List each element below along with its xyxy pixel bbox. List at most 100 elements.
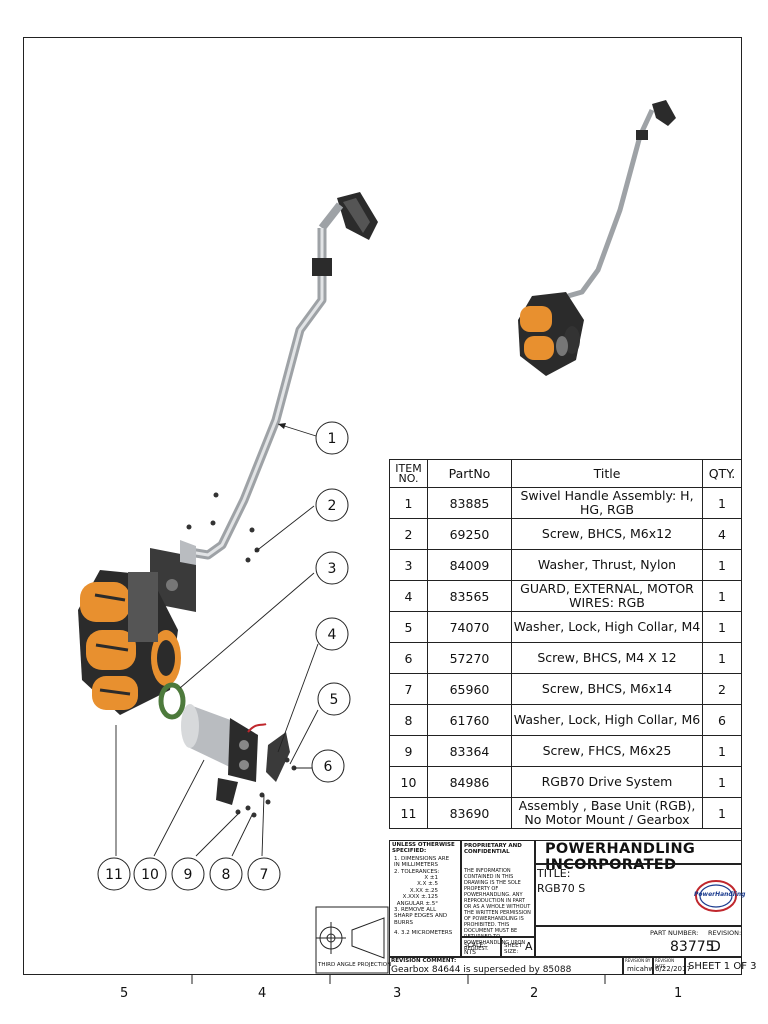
balloon-text-8: 8: [222, 867, 231, 883]
bom-header-part: PartNo: [427, 459, 512, 488]
bom-title: RGB70 Drive System: [511, 766, 703, 798]
proprietary-text: THE INFORMATION CONTAINED IN THIS DRAWIN…: [464, 867, 531, 952]
revision-label: REVISION:: [708, 929, 742, 937]
balloon-text-9: 9: [184, 867, 193, 883]
bom-part: 57270: [427, 642, 512, 674]
sheet-box: SHEET 1 OF 3: [685, 957, 757, 975]
company-box: [535, 840, 742, 864]
bom-qty: 1: [702, 611, 742, 643]
balloon-11: [97, 857, 131, 891]
revision-by-label: REVISION BY: [625, 958, 651, 963]
note-4: 4. 3.2 MICROMETERS: [394, 930, 453, 937]
balloon-text-10: 10: [141, 867, 159, 883]
balloon-6: [311, 749, 345, 783]
bom-title: Screw, FHCS, M6x25: [511, 735, 703, 767]
balloon-8: [209, 857, 243, 891]
scale-text: SCALE: NTS: [464, 942, 486, 956]
bom-part: 83565: [427, 580, 512, 612]
bom-title: Swivel Handle Assembly: H, HG, RGB: [511, 487, 703, 519]
bom-item: 11: [389, 797, 428, 829]
bom-part: 74070: [427, 611, 512, 643]
revision-comment-label: REVISION COMMENT:: [391, 958, 457, 964]
bom-item: 10: [389, 766, 428, 798]
bom-item: 5: [389, 611, 428, 643]
tol-xxx: X.XX ±.25: [409, 887, 438, 894]
bom-qty: 1: [702, 766, 742, 798]
bom-title: GUARD, EXTERNAL, MOTOR WIRES: RGB: [511, 580, 703, 612]
bom-title: Screw, BHCS, M4 X 12: [511, 642, 703, 674]
logo-icon: [695, 880, 737, 912]
bom-item: 7: [389, 673, 428, 705]
sheet-size-box: SHEET SIZE: A: [501, 937, 535, 957]
wire-guard-item-4: [266, 732, 290, 782]
company-name: POWERHANDLING INCORPORATED: [545, 841, 696, 873]
sheet-size-value: A: [525, 940, 533, 953]
zone-3: 3: [393, 986, 402, 1001]
unless-heading: UNLESS OTHERWISE SPECIFIED:: [392, 842, 455, 855]
proprietary-heading: PROPRIETARY AND CONFIDENTIAL: [464, 843, 522, 856]
bom-qty: 1: [702, 797, 742, 829]
balloon-text-2: 2: [328, 498, 337, 514]
drawing-border: [23, 37, 742, 975]
bom-header-title: Title: [511, 459, 703, 488]
zone-4: 4: [258, 986, 267, 1001]
bom-item: 4: [389, 580, 428, 612]
bom-title: Assembly , Base Unit (RGB), No Motor Mou…: [511, 797, 703, 829]
bom-part: 69250: [427, 518, 512, 550]
general-notes-box: UNLESS OTHERWISE SPECIFIED: 1. DIMENSION…: [389, 840, 461, 957]
balloon-text-11: 11: [105, 867, 123, 883]
revision-date-label: REVISION DATE: [655, 958, 675, 970]
sheet-value: SHEET 1 OF 3: [688, 961, 757, 972]
zone-2: 2: [530, 986, 539, 1001]
bom-part: 61760: [427, 704, 512, 736]
bom-part: 84009: [427, 549, 512, 581]
bom-item: 6: [389, 642, 428, 674]
balloon-9: [171, 857, 205, 891]
title-box: TITLE: RGB70 S PowerHandling: [535, 864, 745, 926]
revision-by-box: REVISION BY micahw: [623, 957, 654, 975]
bom-qty: 1: [702, 580, 742, 612]
tol-xxxx: X.XXX ±.125: [402, 894, 438, 901]
zone-ticks: [191, 975, 606, 984]
leader-lines: [115, 423, 319, 857]
zone-5: 5: [120, 986, 129, 1001]
powerhandling-logo: PowerHandling: [694, 879, 745, 913]
balloon-4: [315, 617, 349, 651]
balloon-text-5: 5: [330, 692, 339, 708]
note-3: 3. REMOVE ALL SHARP EDGES AND BURRS: [394, 907, 448, 926]
balloon-10: [133, 857, 167, 891]
bom-qty: 1: [702, 487, 742, 519]
tol-xx: X.X ±.5: [417, 881, 438, 888]
revision-comment-box: REVISION COMMENT: Gearbox 84644 is super…: [389, 957, 623, 975]
revision-date-value: 6/22/2017: [655, 965, 691, 973]
tol-x: X ±1: [424, 875, 438, 882]
bom-part: 83885: [427, 487, 512, 519]
balloon-text-7: 7: [260, 867, 269, 883]
zone-1: 1: [674, 986, 683, 1001]
note-2: 2. TOLERANCES:: [394, 868, 440, 875]
sheet-size-label: SHEET SIZE:: [504, 943, 522, 955]
part-number-box: PART NUMBER: REVISION: 83775 D: [535, 926, 742, 957]
bom-title: Washer, Thrust, Nylon: [511, 549, 703, 581]
bom-item: 3: [389, 549, 428, 581]
bom-title: Washer, Lock, High Collar, M6: [511, 704, 703, 736]
proprietary-box: PROPRIETARY AND CONFIDENTIAL THE INFORMA…: [461, 840, 535, 952]
part-number-value: 83775: [670, 939, 715, 955]
balloon-text-4: 4: [328, 627, 337, 643]
balloon-2: [315, 488, 349, 522]
item-balloons: [97, 421, 351, 891]
revision-comment-text: Gearbox 84644 is superseded by 85088: [391, 965, 572, 975]
bom-qty: 4: [702, 518, 742, 550]
